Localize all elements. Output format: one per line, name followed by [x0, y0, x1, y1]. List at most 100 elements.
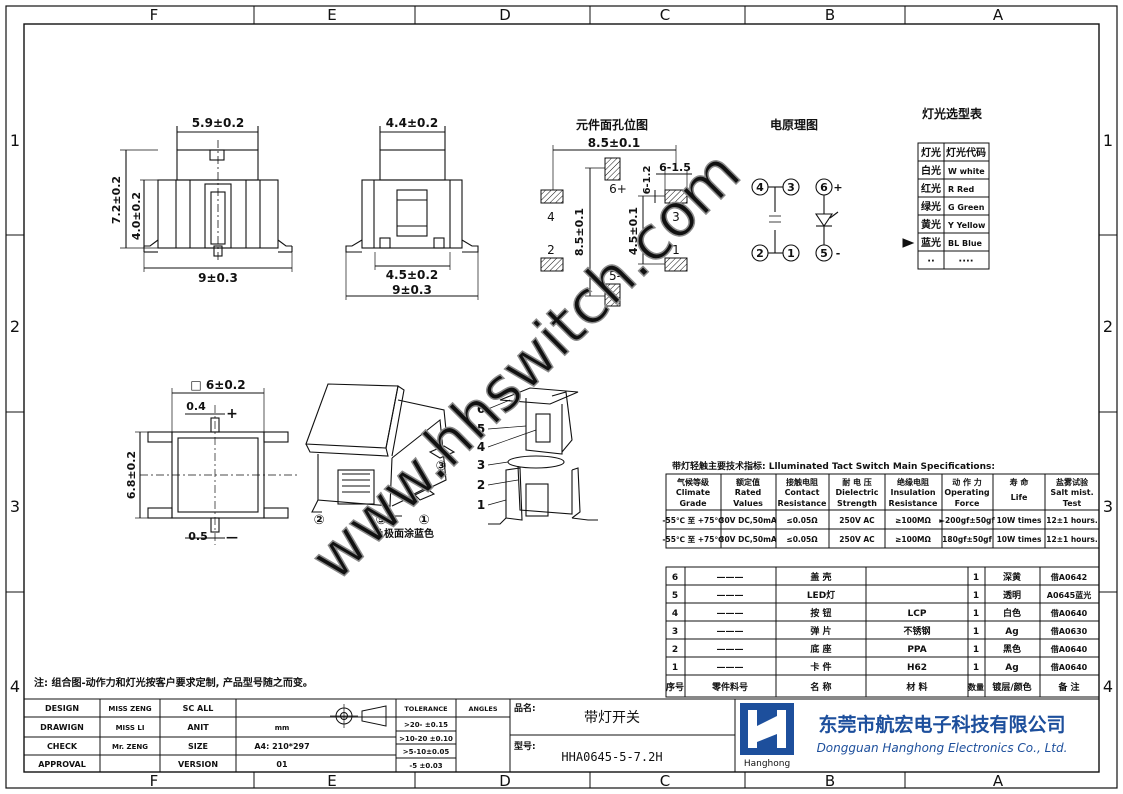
col-label-A: A	[993, 6, 1004, 24]
outer-border	[5, 5, 1118, 789]
bom-r5-c5: Ag	[1005, 663, 1018, 673]
spec-r0-c4: ≥100MΩ	[895, 516, 931, 525]
bom-r4-c1: ———	[717, 645, 744, 655]
bom-r1-c6: A0645蓝光	[1047, 590, 1091, 600]
exploded-label-1: 1	[477, 498, 485, 512]
bom-r4-c0: 2	[672, 645, 678, 655]
spec-h2-a: 接触电阻	[786, 477, 818, 487]
iso-note: 负极面涂蓝色	[374, 527, 434, 540]
schematic	[751, 178, 839, 262]
light-table	[902, 142, 990, 270]
light-row-2-a: 绿光	[921, 200, 941, 213]
exploded-label-6: 6	[477, 402, 485, 416]
bom-r5-c6: 借A0640	[1050, 662, 1088, 672]
spec-h5-a: 动 作 力	[952, 477, 982, 487]
tb-tol-3: -5 ±0.03	[409, 762, 442, 770]
company-name-en: Dongguan Hanghong Electronics Co., Ltd.	[817, 741, 1068, 755]
light-row-5-b: ····	[958, 256, 973, 267]
spec-h6-b: Life	[1011, 493, 1028, 502]
tb-col4-2: A4: 210*297	[254, 742, 309, 751]
row-label-4: 4	[10, 677, 20, 696]
light-row-3-a: 黄光	[921, 218, 941, 231]
bottom-dim-small: 0.4	[186, 400, 206, 413]
tb-label-drawign: DRAWIGN	[40, 723, 84, 732]
spec-h5-b: Operating	[944, 488, 990, 497]
row-label-1-right: 1	[1103, 131, 1113, 150]
tb-model: HHA0645-5-7.2H	[561, 750, 662, 764]
pad-label-5minus: 5-	[609, 269, 621, 283]
row-label-1: 1	[10, 131, 20, 150]
bom-r1-c1: ———	[717, 591, 744, 601]
spec-h0-b: Climate	[676, 488, 711, 497]
bom-r2-c1: ———	[717, 609, 744, 619]
exploded-label-4: 4	[477, 440, 485, 454]
col-label-E-bottom: E	[327, 772, 336, 790]
front-top-dim: 5.9±0.2	[192, 116, 245, 130]
light-row-0-b: W white	[948, 167, 985, 176]
pad-label-3: 3	[672, 210, 680, 224]
tb-label-check: CHECK	[47, 742, 78, 751]
light-row-1-b: R Red	[948, 185, 975, 194]
schematic-node-minus: -	[836, 247, 841, 260]
front-height2-dim: 4.0±0.2	[130, 192, 143, 240]
spec-h3-c: Strength	[837, 499, 877, 508]
iso-label-5: ⑤	[375, 513, 386, 528]
bom-head-6: 备 注	[1057, 681, 1079, 693]
spec-h2-b: Contact	[785, 488, 820, 497]
spec-title: 带灯轻触主要技术指标: Llluminated Tact Switch Main…	[672, 460, 995, 472]
spec-r0-c2: ≤0.05Ω	[786, 516, 818, 525]
tb-angles-header: ANGLES	[468, 705, 497, 713]
tb-tol-1: >10-20 ±0.10	[399, 735, 453, 743]
bom-r2-c5: 白色	[1003, 607, 1021, 619]
drawing-note: 注: 组合图-动作力和灯光按客户要求定制, 产品型号随之而变。	[34, 676, 313, 689]
pad-label-1: 1	[672, 243, 680, 257]
side-bottom-dim: 9±0.3	[392, 283, 432, 297]
tb-col4-1: mm	[275, 724, 290, 732]
spec-r1-c2: ≤0.05Ω	[786, 535, 818, 544]
tb-name-check: Mr. ZENG	[112, 743, 148, 751]
row-label-3: 3	[10, 497, 20, 516]
tb-model-label: 型号:	[514, 740, 536, 752]
logo-text: Hanghong	[744, 759, 790, 769]
bom-r0-c5: 深黄	[1003, 571, 1021, 583]
bom-r2-c6: 借A0640	[1050, 608, 1088, 618]
iso-label-3: ③	[435, 459, 446, 474]
col-label-A-bottom: A	[993, 772, 1004, 790]
bom-head-0: 序号	[666, 681, 684, 693]
pcb-dim-right-mid-v: 4.5±0.1	[627, 207, 640, 255]
spec-r0-c0: -55℃ 至 +75℃	[662, 516, 723, 525]
col-label-B-bottom: B	[825, 772, 835, 790]
watermark-text: www.hhswitch.com	[298, 138, 755, 595]
bottom-dim-left: 6.8±0.2	[125, 451, 138, 499]
spec-h1-b: Rated	[735, 488, 762, 497]
bom-r3-c6: 借A0630	[1050, 626, 1088, 636]
spec-r0-c3: 250V AC	[839, 516, 875, 525]
spec-h7-b: Salt mist.	[1050, 488, 1093, 497]
light-row-1-a: 红光	[921, 182, 941, 195]
light-row-4-a: 蓝光	[921, 236, 941, 249]
pcb-dim-small: 6-1.5	[659, 161, 691, 174]
spec-h4-b: Insulation	[890, 488, 935, 497]
tb-col3-0: SC ALL	[183, 704, 214, 713]
pcb-layout-title: 元件面孔位图	[576, 117, 648, 132]
col-label-E: E	[327, 6, 336, 24]
spec-r1-c3: 250V AC	[839, 535, 875, 544]
bom-r5-c4: 1	[973, 663, 979, 673]
spec-r0-c5: ►200gf±50gf	[939, 516, 995, 525]
spec-h1-a: 额定值	[736, 477, 760, 487]
pcb-dim-right-v: 6-1.2	[642, 166, 653, 195]
tb-name-drawign: MISS LI	[116, 724, 145, 732]
exploded-view	[488, 387, 598, 525]
bom-head-4: 数量	[968, 682, 984, 692]
tb-tol-0: >20- ±0.15	[404, 721, 448, 729]
side-mid-dim: 4.5±0.2	[386, 268, 439, 282]
bom-r1-c5: 透明	[1003, 589, 1021, 601]
spec-r1-c1: 30V DC,50mA	[719, 535, 777, 544]
bom-r4-c5: 黑色	[1003, 643, 1021, 655]
col-label-C-bottom: C	[660, 772, 670, 790]
iso-view	[305, 383, 456, 517]
company-name-cn: 东莞市航宏电子科技有限公司	[818, 713, 1065, 736]
col-label-D-bottom: D	[499, 772, 511, 790]
spec-h7-a: 盐雾试验	[1056, 477, 1089, 487]
